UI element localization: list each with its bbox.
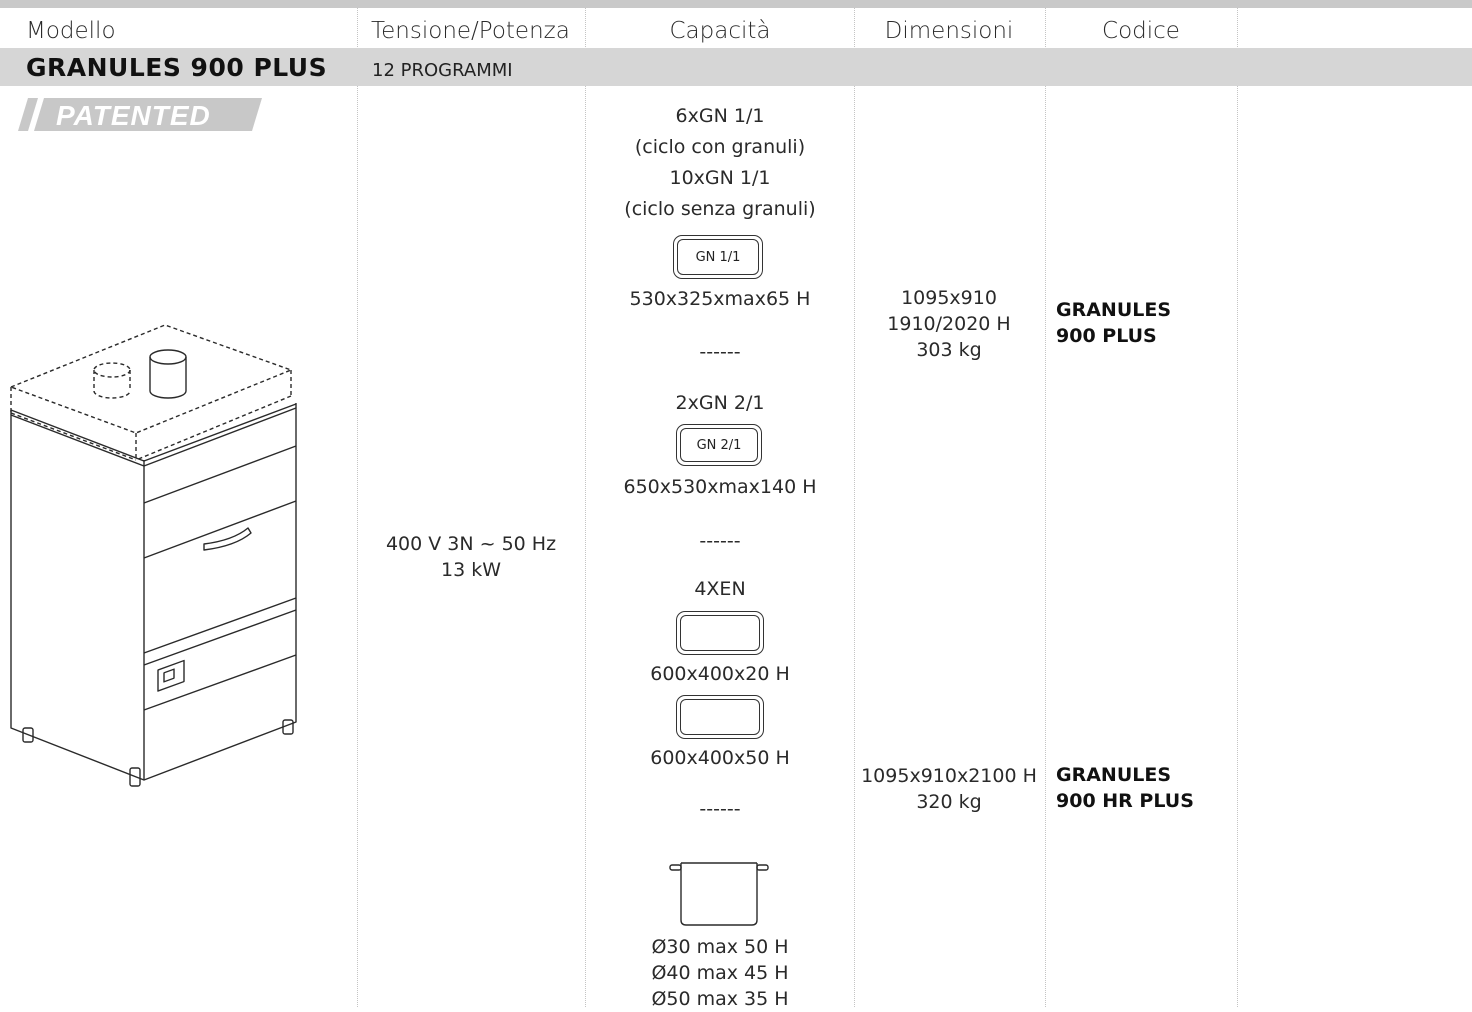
header-voltage-power: Tensione/Potenza (371, 18, 570, 44)
gn11-tray-label: GN 1/1 (677, 239, 759, 275)
gn21-count: 2xGN 2/1 (675, 392, 765, 414)
model-name: GRANULES 900 PLUS (26, 53, 328, 82)
dimension-line: 303 kg (916, 339, 982, 361)
capacity-gn-cycles: 6xGN 1/1 (ciclo con granuli) 10xGN 1/1 (… (588, 101, 852, 225)
header-code: Codice (1102, 18, 1180, 44)
dimensions-variant-2: 1095x910x2100 H 320 kg (856, 763, 1042, 815)
en-size-50: 600x400x50 H (650, 747, 790, 769)
code-line: 900 PLUS (1056, 325, 1157, 347)
pot-size-line: Ø30 max 50 H (651, 936, 789, 958)
capacity-line: (ciclo senza granuli) (624, 198, 816, 220)
dimensions-variant-1: 1095x910 1910/2020 H 303 kg (856, 285, 1042, 363)
separator: ------ (699, 341, 741, 363)
header-model: Modello (26, 18, 116, 44)
header-capacity: Capacità (669, 18, 771, 44)
column-divider (1237, 8, 1238, 1007)
dimension-line: 1095x910 (901, 287, 997, 309)
pot-icon (667, 858, 771, 932)
model-band (0, 48, 1472, 86)
pot-size-line: Ø50 max 35 H (651, 988, 789, 1010)
voltage-value: 400 V 3N ~ 50 Hz (385, 533, 557, 555)
pot-size-line: Ø40 max 45 H (651, 962, 789, 984)
gn21-size: 650x530xmax140 H (623, 476, 817, 498)
en-tray-icon (676, 611, 764, 655)
en-count: 4XEN (694, 578, 746, 600)
patented-label: PATENTED (56, 100, 211, 131)
product-code-2: GRANULES 900 HR PLUS (1056, 762, 1194, 814)
product-code-1: GRANULES 900 PLUS (1056, 297, 1171, 349)
column-divider (585, 8, 586, 1007)
code-line: GRANULES (1056, 299, 1172, 321)
gn21-tray-icon: GN 2/1 (676, 424, 762, 466)
dimension-line: 1910/2020 H (887, 313, 1011, 335)
gn11-tray-icon: GN 1/1 (673, 235, 763, 279)
power-value: 13 kW (440, 559, 501, 581)
separator: ------ (699, 798, 741, 820)
programs-count: 12 PROGRAMMI (372, 60, 513, 81)
electrical-info: 400 V 3N ~ 50 Hz 13 kW (360, 531, 582, 583)
en-size-20: 600x400x20 H (650, 663, 790, 685)
dimension-line: 1095x910x2100 H (861, 765, 1037, 787)
capacity-line: 10xGN 1/1 (669, 167, 771, 189)
capacity-line: (ciclo con granuli) (634, 136, 806, 158)
pot-sizes: Ø30 max 50 H Ø40 max 45 H Ø50 max 35 H (588, 934, 852, 1012)
dimension-line: 320 kg (916, 791, 982, 813)
code-line: GRANULES (1056, 764, 1172, 786)
code-line: 900 HR PLUS (1056, 790, 1194, 812)
header-dimensions: Dimensioni (884, 18, 1014, 44)
top-bar (0, 0, 1472, 8)
separator: ------ (699, 530, 741, 552)
column-divider (854, 8, 855, 1007)
dishwasher-illustration (8, 320, 308, 794)
gn11-size: 530x325xmax65 H (629, 288, 811, 310)
column-divider (357, 8, 358, 1007)
gn21-tray-label: GN 2/1 (680, 428, 758, 462)
column-divider (1045, 8, 1046, 1007)
patented-badge: PATENTED (18, 98, 268, 136)
en-tray-icon (676, 695, 764, 739)
capacity-line: 6xGN 1/1 (675, 105, 765, 127)
